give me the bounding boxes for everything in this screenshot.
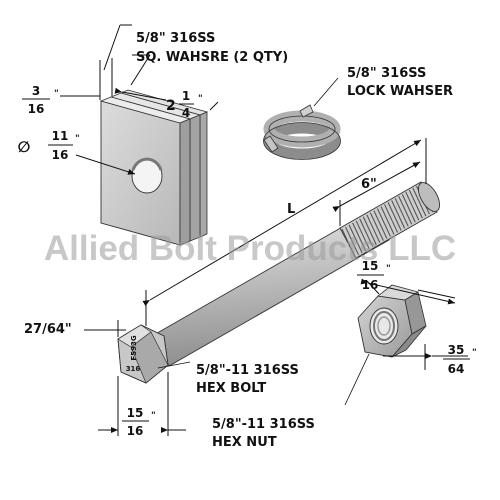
nut-width-inch-mark: " [386,264,391,274]
head-width-inch-mark: " [151,411,156,421]
diameter-symbol: ∅ [18,138,31,156]
square-washer-label-line2: SQ. WAHSRE (2 QTY) [136,50,288,65]
thread-length-label: 6" [361,177,377,192]
nut-width-denominator: 16 [362,278,379,292]
head-mark-top: F593G [130,335,138,360]
lock-washer-label-line1: 5/8" 316SS [347,66,426,81]
head-height-label: 27/64" [24,322,72,337]
lock-washer-label-line2: LOCK WAHSER [347,84,453,99]
bolt-length-label: L [287,202,295,217]
hex-nut-label-line2: HEX NUT [212,435,277,450]
hex-bolt-label-line1: 5/8"-11 316SS [196,363,299,378]
watermark-text: Allied Bolt Products LLC [44,229,456,268]
thickness-denominator: 16 [28,102,45,116]
nut-width-dimension: 15 16 " [357,259,391,292]
washer-width-dimension: 2 1 4 " [166,89,203,120]
thickness-inch-mark: " [54,89,59,99]
thickness-numerator: 3 [32,84,40,98]
hex-nut-illustration [357,284,427,358]
head-width-dimension: 15 16 " [122,406,156,438]
hex-bolt-label-line2: HEX BOLT [196,381,266,396]
nut-width-numerator: 15 [362,259,379,273]
thickness-dimension: 3 16 " [22,84,59,116]
nut-thickness-denominator: 64 [448,362,465,376]
nut-thickness-dimension: 35 64 " [443,343,477,376]
washer-width-denominator: 4 [182,106,190,120]
head-width-numerator: 15 [127,406,144,420]
hole-denominator: 16 [52,148,69,162]
bolt-dimension-lines [84,138,468,436]
square-washer-label-line1: 5/8" 316SS [136,31,215,46]
hex-nut-label-line1: 5/8"-11 316SS [212,417,315,432]
head-width-denominator: 16 [127,424,144,438]
nut-thickness-inch-mark: " [472,348,477,358]
washer-width-inch-mark: " [198,94,203,104]
hole-diameter-dimension: ∅ 11 16 " [18,129,80,162]
washer-dimension-lines [60,24,219,175]
hole-numerator: 11 [52,129,69,143]
washer-width-whole: 2 [166,98,176,114]
hole-inch-mark: " [75,134,80,144]
washer-width-numerator: 1 [182,89,190,103]
nut-thickness-numerator: 35 [448,343,465,357]
square-washer-illustration [99,89,209,246]
head-mark-bottom: 316 [126,365,141,373]
lock-washer-illustration [263,77,341,160]
